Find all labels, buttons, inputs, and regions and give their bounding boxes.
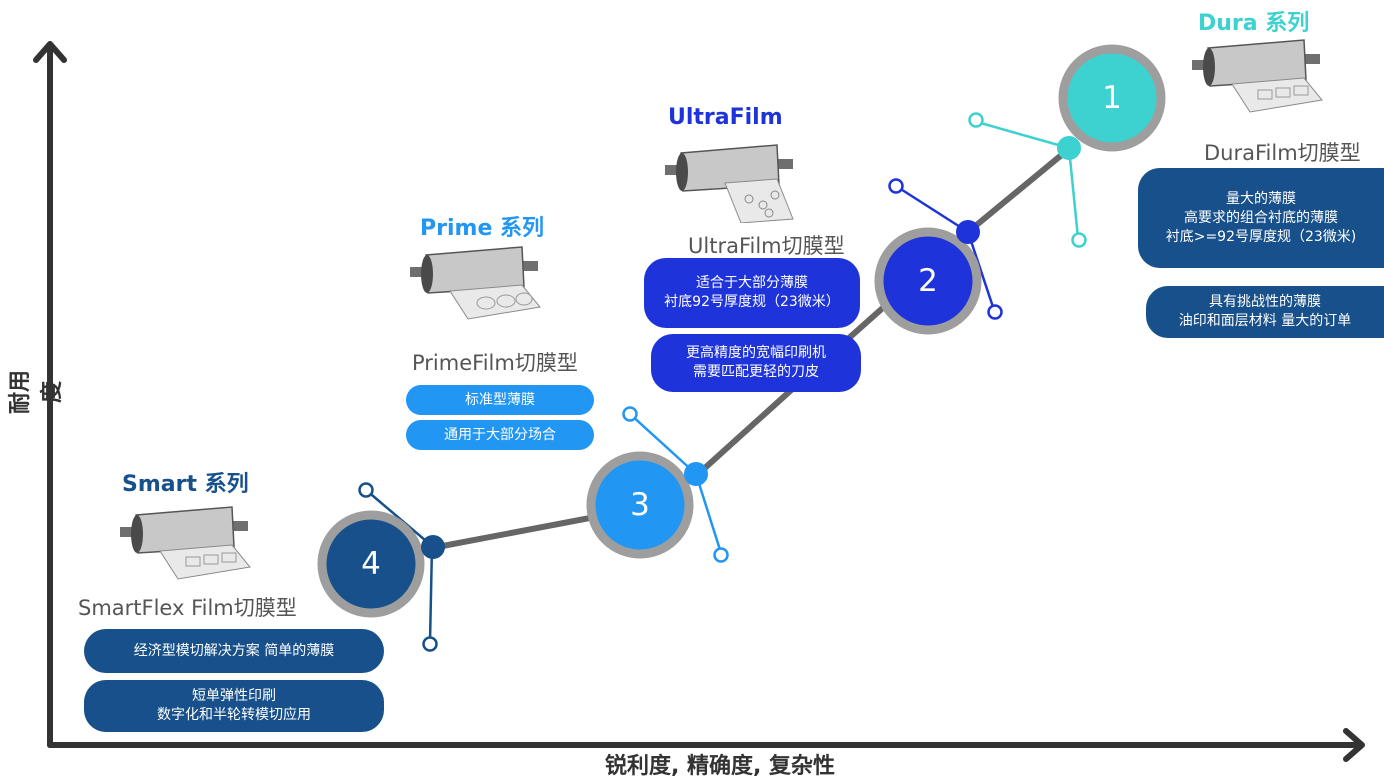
level-4-connectors (358, 482, 438, 652)
dura-feature-line: 高要求的组合衬底的薄膜 (1184, 209, 1338, 226)
dura-feature-box-2: 具有挑战性的薄膜 油印和面层材料 量大的订单 (1146, 286, 1384, 338)
ultra-feature-line: 衬底92号厚度规（23微米） (664, 294, 840, 310)
level-4-number: 4 (361, 546, 381, 582)
level-3-number: 3 (630, 487, 650, 523)
level-4-marker (317, 510, 445, 618)
ultra-feature-line: 更高精度的宽幅印刷机 (686, 345, 826, 361)
level-1-number: 1 (1102, 80, 1122, 116)
dura-feature-line: 衬底>=92号厚度规（23微米) (1165, 228, 1357, 245)
axes (33, 41, 1365, 762)
smart-feature-box-2: 短单弹性印刷 数字化和半轮转模切应用 (84, 680, 384, 732)
ultra-feature-box-2: 更高精度的宽幅印刷机 需要匹配更轻的刀皮 (651, 334, 861, 392)
ultra-model-name: UltraFilm切膜型 (688, 234, 845, 258)
ultra-feature-line: 适合于大部分薄膜 (696, 275, 808, 291)
smart-feature-line: 短单弹性印刷 (192, 688, 276, 704)
prime-feature-box-2: 通用于大部分场合 (406, 420, 594, 450)
x-axis-label: 锐利度, 精确度, 复杂性 (604, 754, 836, 779)
rotary-die-roller-icon (410, 246, 541, 320)
smart-feature-box-1: 经济型模切解决方案 简单的薄膜 (84, 629, 384, 673)
progression-path (429, 145, 1073, 551)
dura-feature-line: 量大的薄膜 (1226, 190, 1296, 207)
level-1-marker (1057, 44, 1166, 160)
prime-feature-box-1: 标准型薄膜 (406, 385, 594, 415)
level-3-connectors (622, 406, 729, 563)
level-3-marker (586, 451, 708, 559)
dura-series-title: Dura 系列 (1198, 11, 1310, 36)
rotary-die-roller-icon (665, 144, 794, 223)
smart-model-name: SmartFlex Film切膜型 (78, 596, 297, 620)
dura-feature-line: 油印和面层材料 量大的订单 (1178, 313, 1352, 329)
ultra-series-title: UltraFilm (668, 105, 783, 130)
smart-feature-line: 经济型模切解决方案 简单的薄膜 (133, 642, 335, 659)
rotary-die-roller-icon (1192, 39, 1323, 113)
ultra-feature-line: 需要匹配更轻的刀皮 (693, 364, 819, 380)
y-axis-label: 耐用度 (8, 370, 65, 415)
level-2-connectors (888, 178, 1003, 320)
smart-feature-line: 数字化和半轮转模切应用 (157, 707, 311, 723)
dura-feature-line: 具有挑战性的薄膜 (1209, 294, 1321, 310)
prime-model-name: PrimeFilm切膜型 (412, 351, 578, 375)
level-2-number: 2 (918, 263, 938, 299)
prime-series-title: Prime 系列 (420, 216, 545, 241)
dura-model-name: DuraFilm切膜型 (1204, 141, 1361, 165)
ultra-feature-box-1: 适合于大部分薄膜 衬底92号厚度规（23微米） (644, 258, 860, 328)
level-2-marker (874, 220, 982, 335)
rotary-die-roller-icon (120, 506, 251, 580)
prime-feature-line: 标准型薄膜 (465, 391, 535, 408)
smart-series-title: Smart 系列 (122, 472, 249, 497)
x-axis-arrow (1343, 728, 1365, 762)
level-1-connectors (968, 112, 1087, 248)
prime-feature-line: 通用于大部分场合 (444, 426, 556, 443)
dura-feature-box-1: 量大的薄膜 高要求的组合衬底的薄膜 衬底>=92号厚度规（23微米) (1138, 168, 1384, 268)
y-axis-arrow (33, 41, 67, 63)
